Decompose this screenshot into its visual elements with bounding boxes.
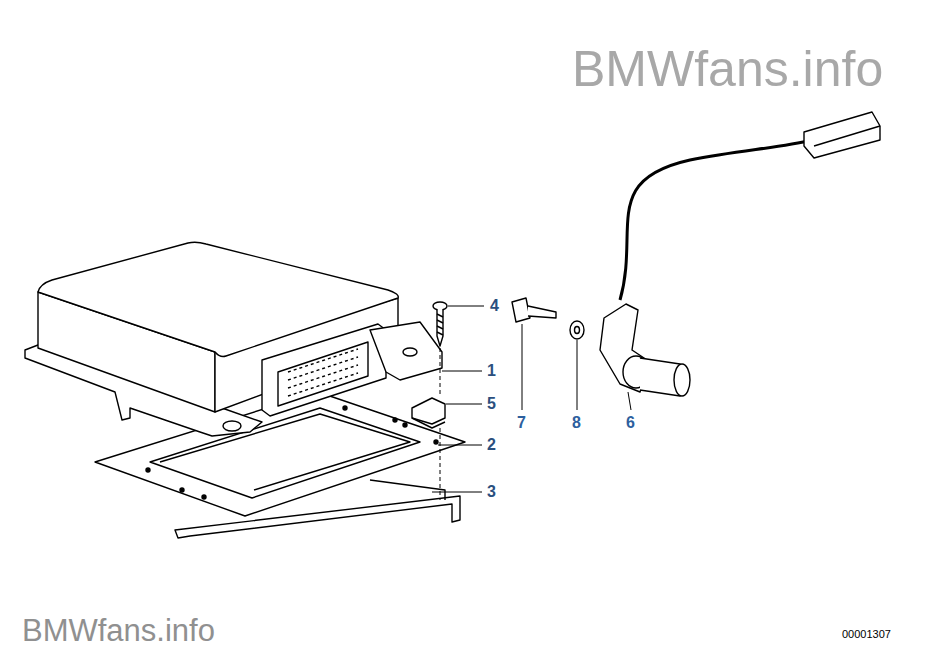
callout-number: 1 — [487, 363, 496, 379]
plug-edge — [814, 126, 880, 146]
connector-pins — [288, 349, 358, 396]
plate-hole — [434, 440, 438, 444]
watermark: BMWfans.info — [572, 44, 883, 94]
leader-lines — [432, 306, 631, 500]
leader-line — [446, 404, 482, 405]
bracket-edge — [370, 480, 445, 500]
leader-line — [442, 371, 482, 372]
sensor-plug — [804, 112, 880, 158]
bolt-head — [512, 298, 530, 322]
plate-hole — [146, 468, 150, 472]
plate-hole — [180, 488, 184, 492]
holder-hole — [403, 348, 417, 356]
assembly-line — [440, 348, 441, 500]
leader-line — [577, 340, 578, 410]
callout-number: 2 — [487, 437, 496, 453]
ecu-holder — [370, 322, 442, 380]
sensor-tip-end — [674, 364, 690, 396]
bolt-shank — [528, 306, 556, 318]
washer-hole — [575, 327, 580, 334]
callout-number: 3 — [487, 484, 496, 500]
plate-hole — [393, 418, 397, 422]
line-art — [25, 112, 880, 538]
screw-thread — [437, 314, 443, 335]
callout-number: 7 — [517, 415, 526, 431]
leader-line — [628, 392, 631, 410]
ecu-screw — [223, 421, 241, 431]
clip-edge — [412, 418, 445, 428]
connector-face — [278, 342, 368, 406]
ecu-connector — [262, 324, 386, 416]
sensor-cable — [620, 140, 812, 300]
callout-number: 8 — [572, 415, 581, 431]
leader-line — [522, 324, 523, 410]
callout-number: 4 — [490, 298, 499, 314]
watermark: BMWfans.info — [22, 615, 215, 646]
screw-head — [433, 302, 447, 310]
leader-line — [438, 445, 482, 446]
plate-hole — [343, 406, 347, 410]
plate-hole — [403, 423, 407, 427]
callout-number: 6 — [626, 415, 635, 431]
plate-hole — [202, 495, 206, 499]
washer — [570, 321, 584, 339]
diagram-number: 00001307 — [842, 629, 891, 640]
leader-line — [448, 306, 484, 307]
screw-shank — [437, 309, 443, 346]
callout-number: 5 — [487, 396, 496, 412]
